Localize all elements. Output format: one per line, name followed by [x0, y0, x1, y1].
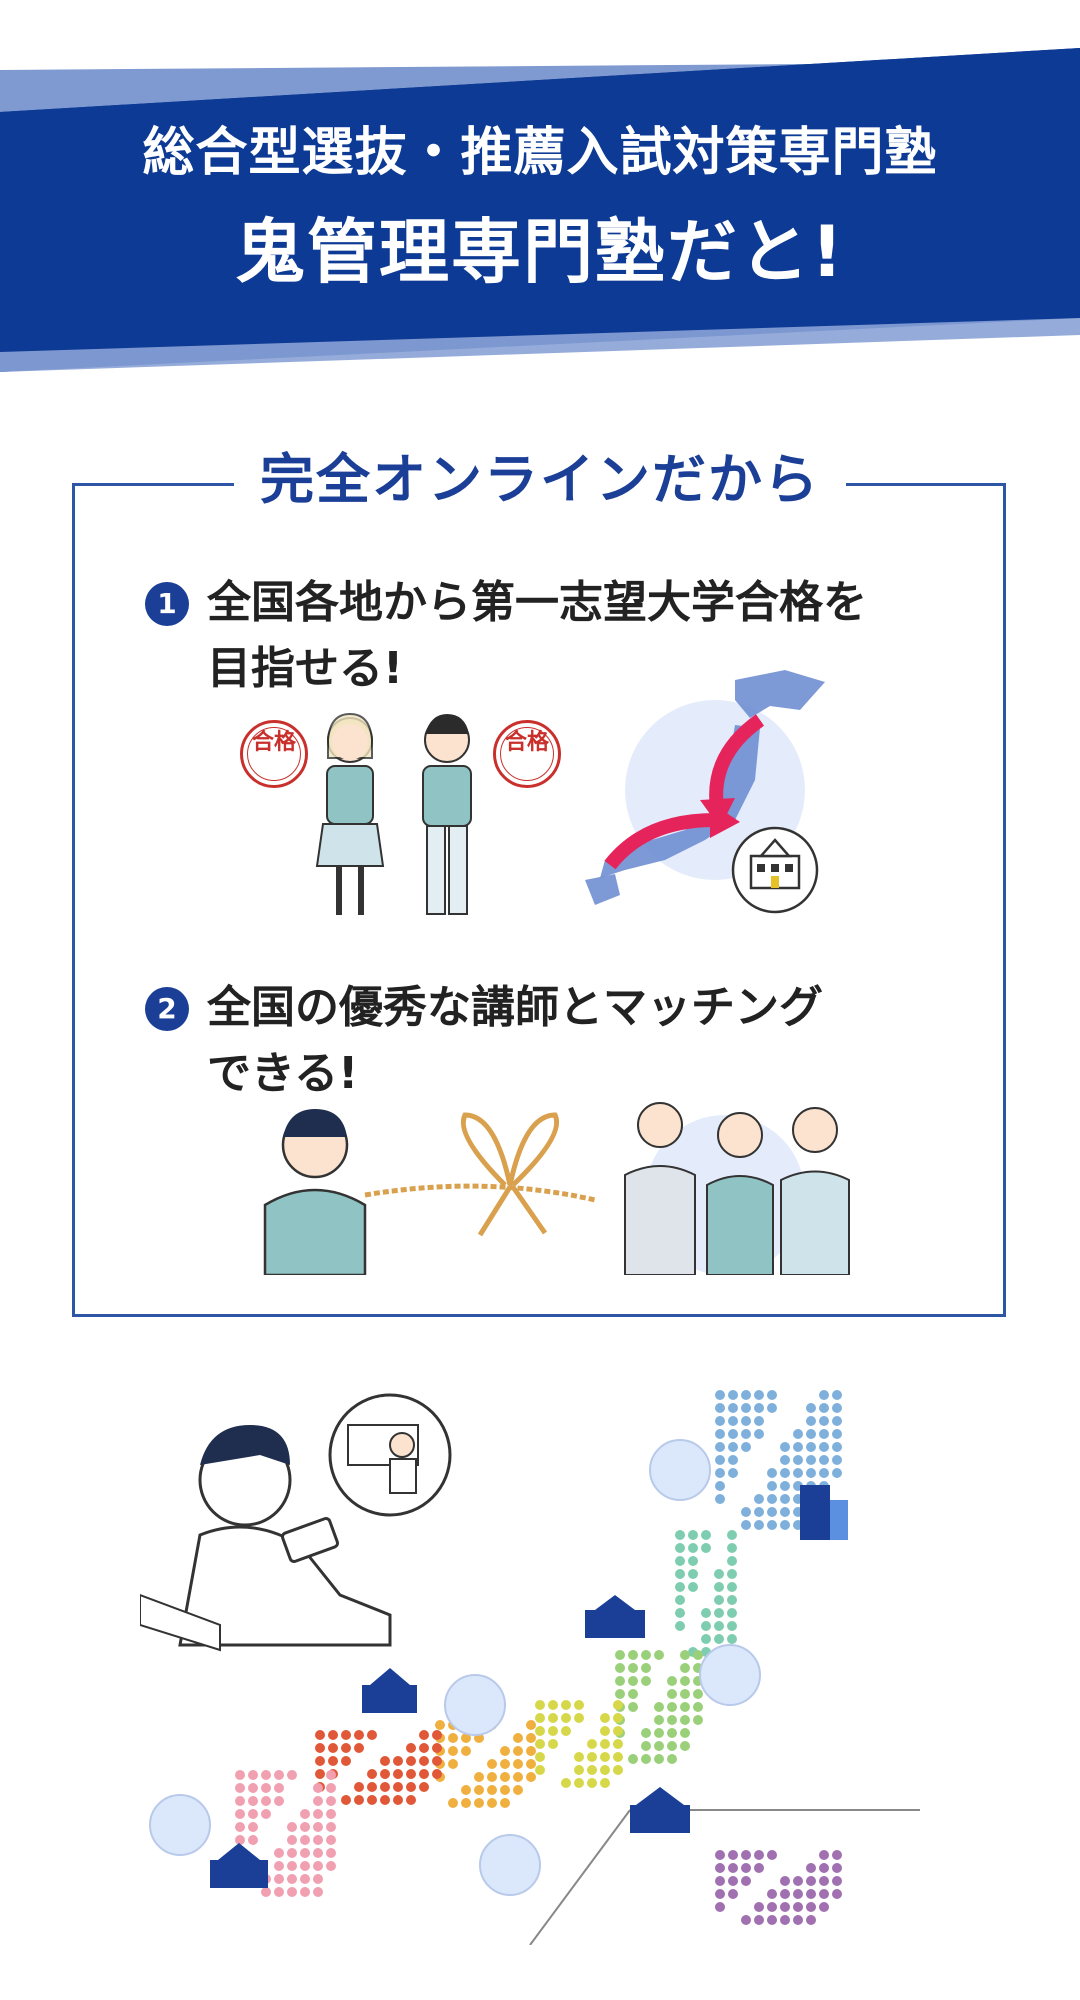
online-study-map-illustration: [139, 1385, 920, 1945]
school-building-icon: [362, 1668, 417, 1713]
japan-dot-map-icon: [149, 1390, 920, 1945]
banner-title-line2: 鬼管理専門塾だと!: [235, 211, 845, 293]
japan-dot-map-icon: [585, 670, 825, 914]
school-building-icon: [585, 1595, 645, 1638]
section-title: 完全オンラインだから: [0, 444, 1080, 516]
point-2-text: 全国の優秀な講師とマッチング できる!: [207, 975, 967, 1107]
student-figures: [315, 712, 472, 915]
banner-title-line1: 総合型選抜・推薦入試対策専門塾: [142, 123, 938, 183]
header-banner: 総合型選抜・推薦入試対策専門塾 鬼管理専門塾だと!: [0, 0, 1080, 390]
avatar: [149, 1439, 761, 1896]
point-1-number: 1: [145, 582, 189, 626]
teacher-matching-figures: [263, 1102, 850, 1277]
school-building-icon: [210, 1843, 268, 1888]
section-title-text: 完全オンラインだから: [234, 444, 846, 516]
point-1-line2: 目指せる!: [207, 643, 404, 694]
point-2-number: 2: [145, 987, 189, 1031]
banner-background: [0, 48, 1080, 372]
school-building-icon: [749, 838, 801, 890]
students-illustration: 合格 合格: [235, 700, 565, 930]
pass-stamp-left: 合格: [240, 720, 308, 788]
point-2-line2: できる!: [207, 1048, 359, 1099]
point-2-line1: 全国の優秀な講師とマッチング: [207, 982, 823, 1033]
japan-map-arrow-illustration: [585, 670, 845, 920]
pass-stamp-right: 合格: [493, 720, 561, 788]
point-1-text: 全国各地から第一志望大学合格を 目指せる!: [207, 570, 967, 702]
studying-person: [139, 1393, 452, 1652]
school-building-icon: [630, 1787, 690, 1833]
point-1-line1: 全国各地から第一志望大学合格を: [207, 577, 867, 628]
city-building-icon: [800, 1485, 848, 1540]
matching-illustration: [255, 1075, 865, 1277]
ribbon-knot-icon: [364, 1112, 596, 1237]
